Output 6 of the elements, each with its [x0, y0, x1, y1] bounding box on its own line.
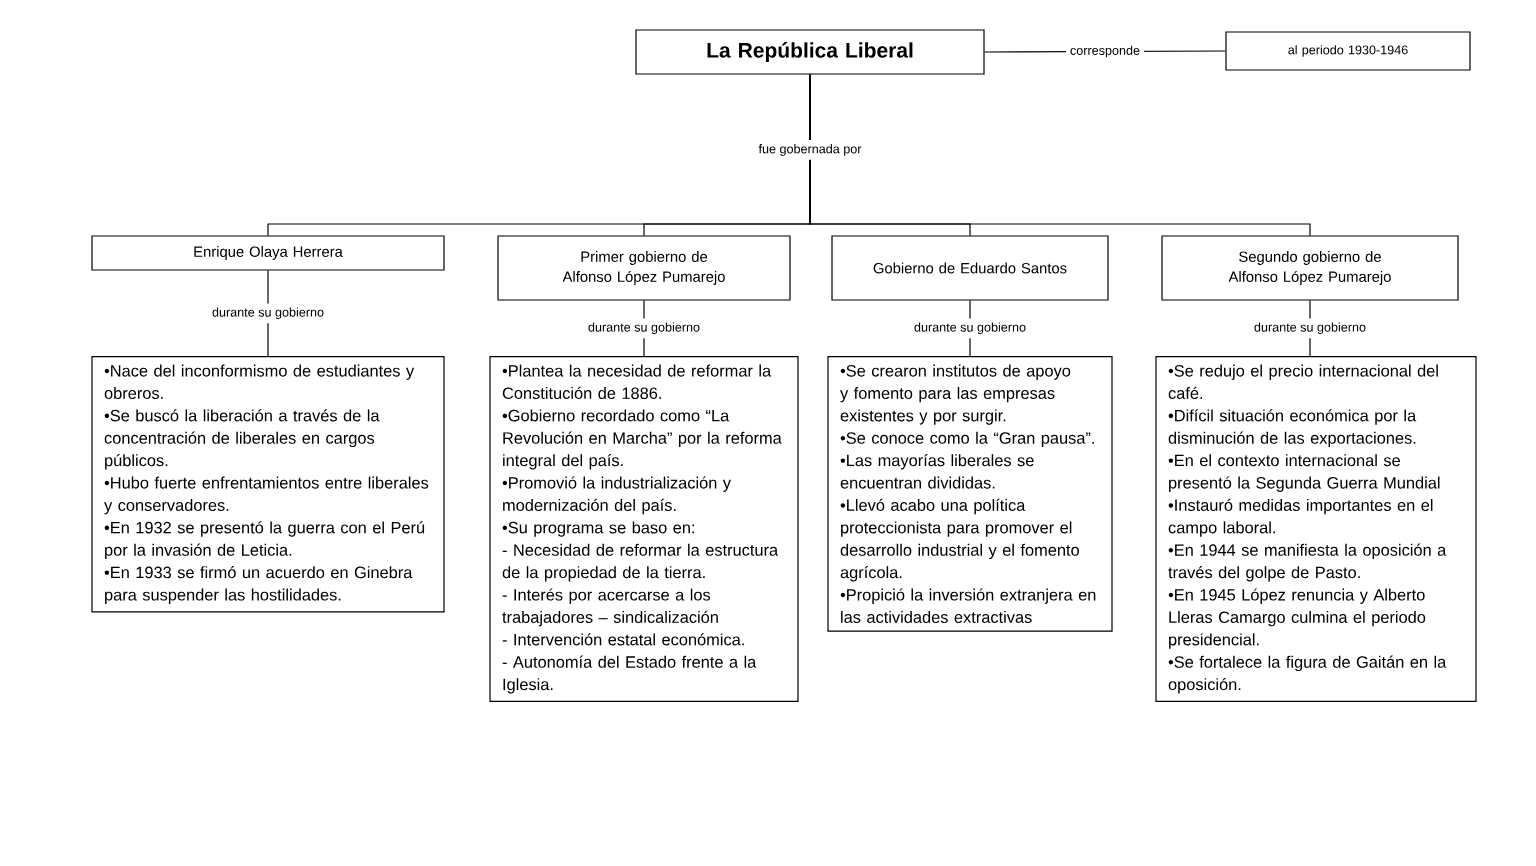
description-box: •Se redujo el precio internacional del café. •Difícil situación económica por la disminución de las exportaciones. •En el contexto internacional se presentó la Segunda Guerra Mundial •Instauró medidas importantes en el campo laboral. •En 1944 se manifiesta la oposición a través del golpe de Pasto. •En 1945 López renuncia y Alberto Lleras Camargo culmina el periodo presidencial. •Se fortalece la figura de Gaitán en la oposición. — [1155, 356, 1477, 703]
description-box: •Se crearon institutos de apoyo y fomento para las empresas existentes y por surgir. •Se conoce como la “Gran pausa”. •Las mayorías liberales se encuentran divididas. •Llevó acabo una política proteccionista para promover el desarrollo industrial y el fomento agrícola. •Propició la inversión extranjera en las actividades extractivas — [827, 356, 1113, 632]
title-box: La República Liberal — [635, 29, 985, 75]
description-box: •Plantea la necesidad de reformar la Constitución de 1886. •Gobierno recordado como “La Revolución en Marcha” por la reforma integral del país. •Promovió la industrialización y modernización del país. •Su programa se baso en: - Necesidad de reformar la estructura de la propiedad de la tierra. - Interés por acercarse a los trabajadores – sindicalización - Intervención estatal económica. - Autonomía del Estado frente a la Iglesia. — [489, 356, 799, 703]
connector-line — [809, 74, 1311, 236]
description-box: •Nace del inconformismo de estudiantes y obreros. •Se buscó la liberación a través de la concentración de liberales en cargos públicos. •Hubo fuerte enfrentamientos entre liberales y conservadores. •En 1932 se presentó la guerra con el Perú por la invasión de Leticia. •En 1933 se firmó un acuerdo en Ginebra para suspender las hostilidades. — [91, 356, 445, 613]
